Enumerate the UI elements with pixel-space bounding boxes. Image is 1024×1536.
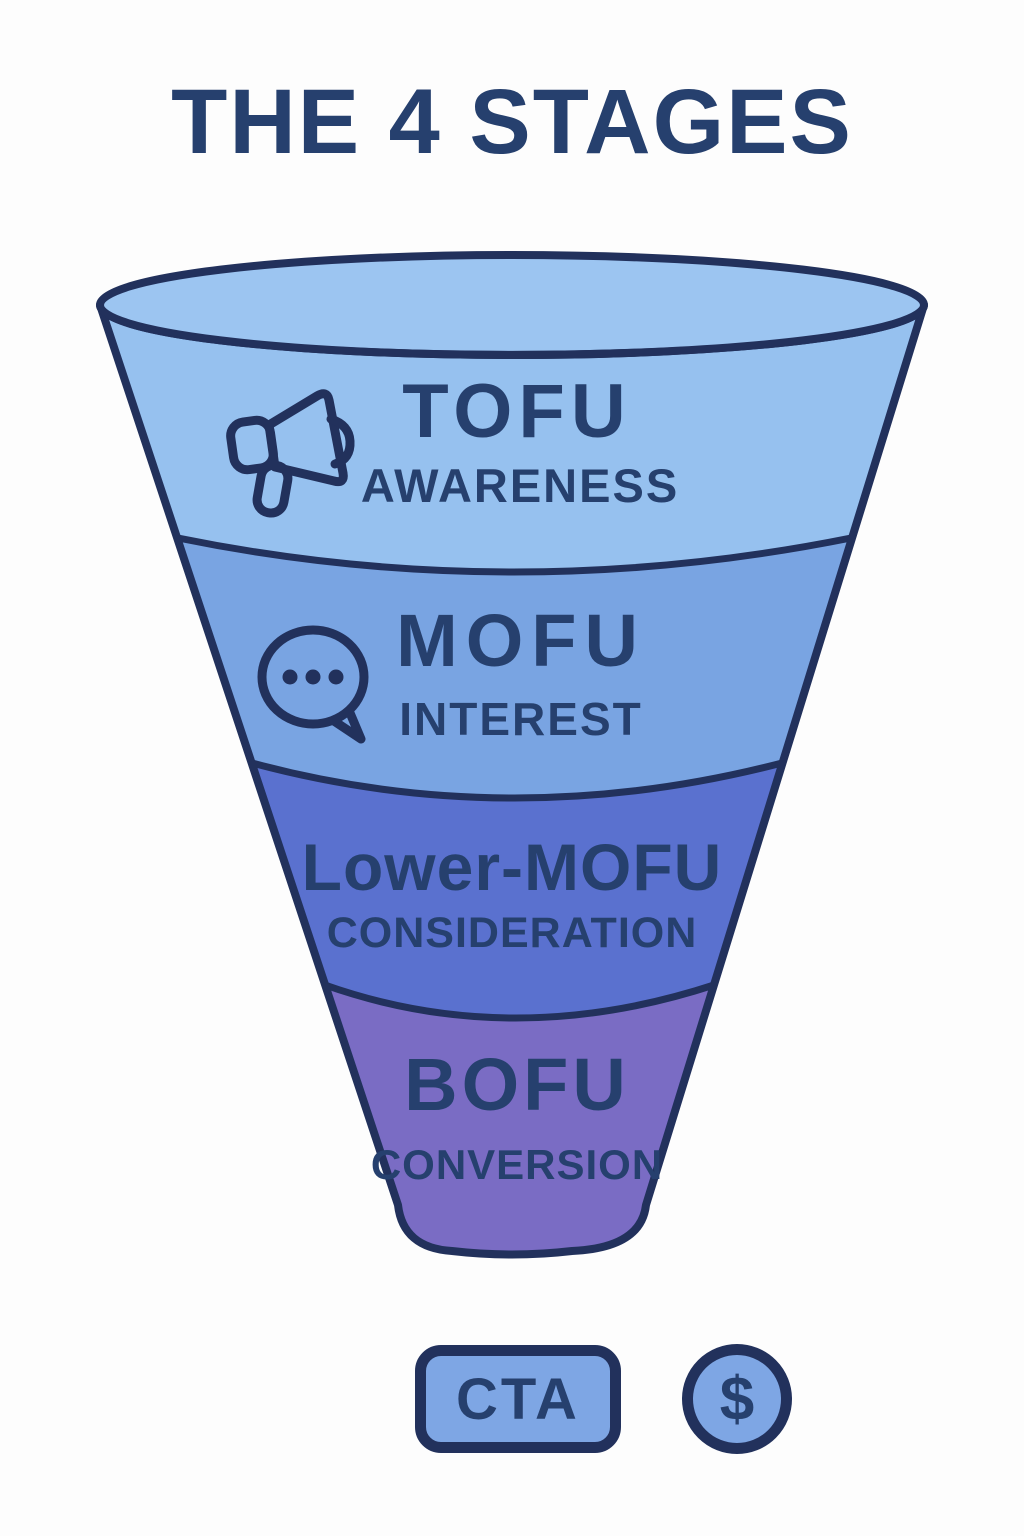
chat-bubble-icon bbox=[257, 625, 369, 744]
stage-mofu-name: MOFU bbox=[396, 599, 646, 682]
stage-divider-3 bbox=[323, 981, 716, 1022]
stage-bofu-name: BOFU bbox=[404, 1043, 630, 1126]
page-title: THE 4 STAGES bbox=[171, 71, 853, 173]
funnel-rim-inner-lip bbox=[101, 308, 923, 356]
stage-lower-mofu-name: Lower-MOFU bbox=[301, 830, 723, 904]
funnel-stage-tofu-region bbox=[100, 305, 924, 572]
stage-bofu-label: CONVERSION bbox=[370, 1141, 664, 1188]
stage-divider-2 bbox=[251, 759, 783, 802]
stage-divider-1 bbox=[177, 534, 852, 576]
stage-tofu-name: TOFU bbox=[402, 369, 632, 454]
cta-button: CTA bbox=[415, 1345, 621, 1453]
megaphone-icon bbox=[226, 389, 355, 518]
chat-bubble-dots bbox=[282, 669, 344, 685]
dollar-coin-icon: $ bbox=[682, 1344, 792, 1454]
stage-tofu-label: AWARENESS bbox=[360, 459, 680, 512]
stage-mofu-label: INTEREST bbox=[399, 693, 643, 745]
stage-lower-mofu-label: CONSIDERATION bbox=[326, 909, 698, 957]
